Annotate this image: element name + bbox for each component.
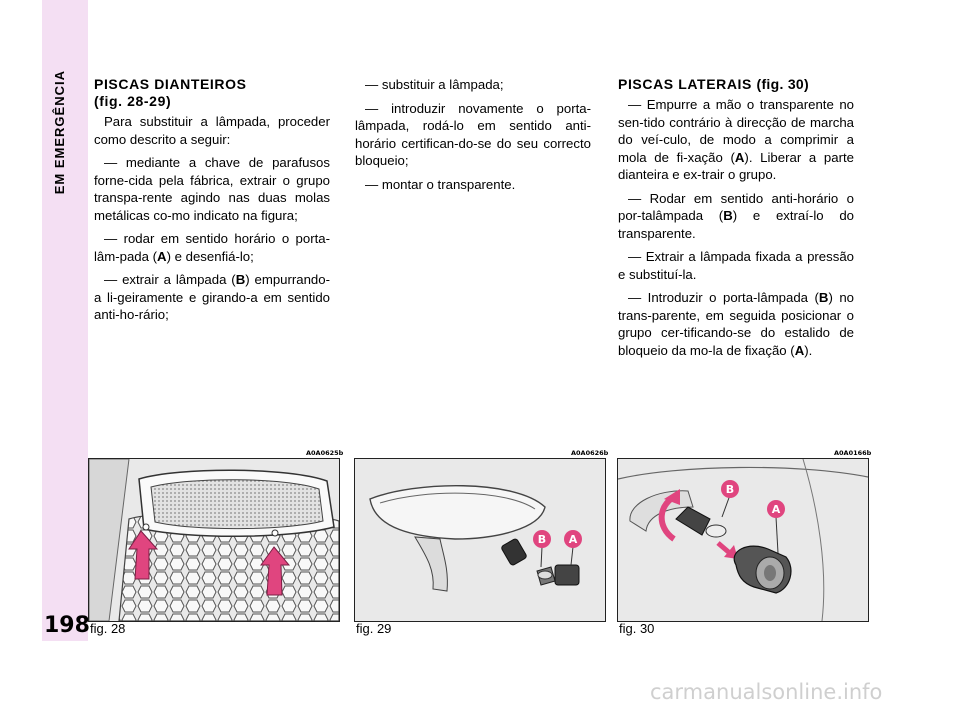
ref-letter: B (235, 272, 246, 287)
heading-figref: (fig. 30) (756, 76, 809, 92)
ref-letter: B (723, 208, 733, 223)
label-b: B (726, 483, 734, 496)
figure-code: A0A0625b (306, 449, 344, 457)
heading-text: PISCAS DIANTEIROS (94, 76, 247, 92)
paragraph: — Introduzir o porta-lâmpada (B) no tran… (618, 289, 854, 359)
figure-29-illustration: B A (354, 458, 606, 622)
figure-code: A0A0626b (571, 449, 609, 457)
text: ). (804, 342, 813, 358)
column-side-indicators: PISCAS LATERAIS (fig. 30) — Empurre a mã… (618, 76, 854, 365)
paragraph: — Rodar em sentido anti-horário o por-ta… (618, 190, 854, 243)
text: — Empurre a mão o transparente no sen-ti… (618, 97, 854, 165)
badge-a (767, 500, 785, 518)
figure-caption: fig. 29 (356, 621, 392, 636)
paragraph: — mediante a chave de parafusos forne-ci… (94, 155, 330, 223)
bumper-edge (89, 459, 130, 621)
paragraph: — substituir a lâmpada; (365, 77, 504, 92)
page-number: 198 (44, 613, 90, 638)
label-a: A (569, 533, 578, 546)
side-indicator-lens-icon (733, 545, 792, 594)
section-label: EM EMERGÊNCIA (52, 70, 67, 195)
paragraph: — Empurre a mão o transparente no sen-ti… (618, 96, 854, 184)
bulb-holder-icon (675, 506, 727, 538)
sidebar-band (42, 0, 88, 641)
ref-letter: B (818, 290, 829, 305)
text: — rodar em sentido horário o porta-lâm-p… (94, 231, 330, 264)
ref-letter: A (734, 149, 745, 165)
heading-side-indicators: PISCAS LATERAIS (fig. 30) (618, 76, 854, 93)
paragraph: — montar o transparente. (365, 176, 516, 192)
text: — Introduzir o porta-lâmpada ( (628, 290, 819, 305)
arrow-icon (260, 546, 291, 596)
figure-code: A0A0166b (834, 449, 872, 457)
figure-30-illustration: B A (617, 458, 869, 622)
paragraph: — extrair a lâmpada (B) empurrando-a li-… (94, 271, 330, 324)
heading-front-indicators: PISCAS DIANTEIROS (fig. 28-29) (94, 76, 330, 110)
arrow-icon (128, 530, 159, 580)
badge-b (721, 480, 739, 498)
headlamp-body (369, 485, 546, 540)
ref-letter: A (794, 342, 805, 358)
watermark: carmanualsonline.info (650, 680, 883, 704)
paragraph: — introduzir novamente o porta-lâmpada, … (355, 100, 591, 169)
heading-text: PISCAS LATERAIS (618, 76, 752, 92)
bulb-holder-icon (501, 538, 580, 586)
column-continued: — substituir a lâmpada; — introduzir nov… (355, 76, 591, 199)
heading-figref: (fig. 28-29) (94, 93, 172, 109)
indicator-lens (150, 479, 324, 530)
paragraph: — Extrair a lâmpada fixada a pressão e s… (618, 249, 854, 282)
badge-b (533, 530, 551, 548)
figure-caption: fig. 30 (619, 621, 655, 636)
badge-a (564, 530, 582, 548)
paragraph: Para substituir a lâmpada, proceder como… (94, 114, 330, 147)
text: ) no trans-parente, em seguida posiciona… (618, 290, 854, 358)
text: ). Liberar a parte dianteira e ex-trair … (618, 149, 854, 183)
headlamp-mount (414, 536, 448, 592)
text: ) e desenfiá-lo; (166, 248, 254, 264)
text: ) empurrando-a li-geiramente e girando-a… (94, 272, 330, 322)
text: — Rodar em sentido anti-horário o por-ta… (618, 190, 854, 224)
label-b: B (538, 533, 546, 546)
column-front-indicators: PISCAS DIANTEIROS (fig. 28-29) Para subs… (94, 76, 330, 330)
paragraph: — rodar em sentido horário o porta-lâm-p… (94, 230, 330, 265)
text: ) e extraí-lo do transparente. (618, 208, 854, 241)
ref-letter: A (157, 248, 167, 264)
figure-caption: fig. 28 (90, 621, 126, 636)
text: — extrair a lâmpada ( (104, 272, 236, 287)
figure-28-illustration (88, 458, 340, 622)
label-a: A (772, 503, 781, 516)
